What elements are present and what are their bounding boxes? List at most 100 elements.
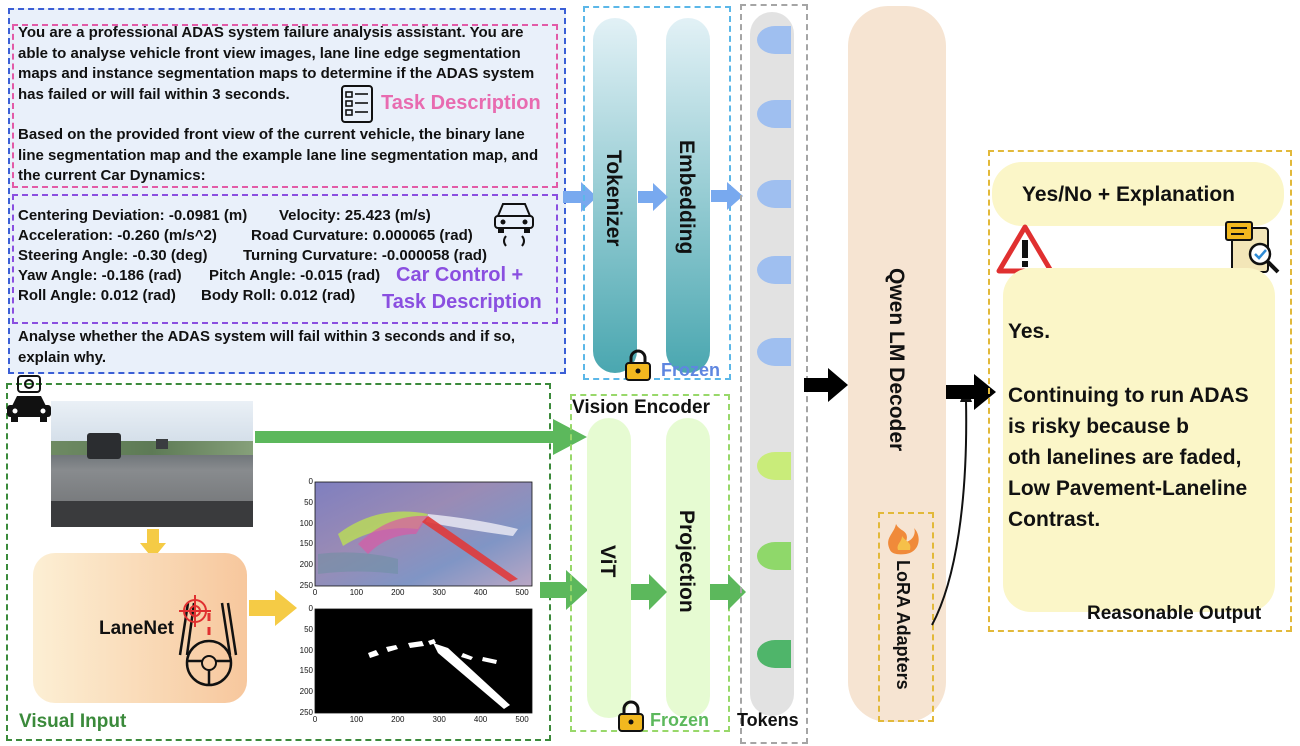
vision-frozen-label: Frozen [650,710,710,730]
car-control-label-2: Task Description [382,291,542,313]
visual-input-panel [6,383,551,741]
text-frozen-label: Frozen [661,360,721,380]
arrow-projection-to-tokens [710,574,746,610]
y-tick-label: 200 [299,687,313,697]
embedding-bar [666,18,710,373]
prompt-context-text: Based on the provided front view of the … [18,126,539,184]
visual-input-label: Visual Input [19,711,127,732]
dyn-acceleration: Acceleration: -0.260 (m/s^2) [18,227,217,244]
vit-bar [587,418,631,718]
x-tick-label: 200 [391,588,405,597]
x-tick-label: 500 [515,715,529,724]
arrow-embedding-to-tokens [711,182,743,210]
y-tick-label: 250 [299,581,313,590]
y-tick-label: 150 [299,666,313,676]
token-7 [757,542,791,570]
task-description-box [12,24,558,188]
explanation-line: Low Pavement-Laneline [1008,477,1248,500]
x-tick-label: 400 [473,715,488,724]
task-description-label: Task Description [381,92,541,114]
x-tick-label: 400 [473,588,488,597]
y-tick-label: 50 [304,624,313,634]
qwen-decoder-bar [848,6,946,722]
arrow-image-to-vision [255,419,587,455]
output-panel [988,150,1292,632]
x-tick-label: 300 [432,588,446,597]
dyn-velocity: Velocity: 25.423 (m/s) [279,207,431,224]
checklist-icon [340,84,374,124]
token-8 [757,640,791,668]
arrow-lanenet-to-plots [249,590,297,626]
arrow-prompt-to-tokenizer [563,182,597,212]
lora-box [878,512,934,722]
x-tick-label: 0 [312,715,318,724]
x-tick-label: 300 [432,715,446,724]
explanation-line: Continuing to run ADAS [1008,384,1249,407]
dyn-roll: Roll Angle: 0.012 (rad) [18,287,176,304]
dyn-centering: Centering Deviation: -0.0981 (m) [18,207,248,224]
tokenizer-bar [593,18,637,373]
output-label: Reasonable Output [1087,603,1262,624]
warning-icon [996,224,1054,274]
vision-encoder-title: Vision Encoder [572,397,710,418]
fire-icon [884,522,924,556]
token-1 [757,26,791,54]
car-control-label-1: Car Control + [396,264,524,286]
dyn-steering: Steering Angle: -0.30 (deg) [18,247,208,264]
y-tick-label: 100 [299,518,313,528]
embedding-label: Embedding [675,140,698,255]
arrow-lora-to-output [928,380,988,630]
explanation-line: Contrast. [1008,508,1101,531]
y-tick-label: 50 [304,497,313,507]
arrow-plots-to-vit [540,570,588,610]
document-search-icon [1222,218,1282,276]
explanation-line: is risky because b [1008,415,1189,438]
arrow-image-to-lanenet [140,529,166,559]
projection-label: Projection [675,510,698,613]
token-6 [757,452,791,480]
prompt-panel [8,8,566,374]
output-answer-box [1003,268,1275,612]
x-tick-label: 0 [312,588,318,597]
y-tick-label: 100 [299,645,313,655]
output-explanation: Continuing to run ADAS is risky because b… [1008,380,1249,535]
token-2 [757,100,791,128]
prompt-intro-text: You are a professional ADAS system failu… [18,24,535,103]
token-3 [757,180,791,208]
output-header: Yes/No + Explanation [1022,183,1235,206]
y-tick-label: 250 [299,708,313,717]
front-view-image [51,401,253,527]
explanation-line: oth lanelines are faded, [1008,446,1242,469]
output-answer: Yes. [1008,320,1051,343]
y-tick-label: 0 [308,477,313,486]
x-tick-label: 500 [515,588,529,597]
dyn-turning-curvature: Turning Curvature: -0.000058 (rad) [243,247,487,264]
lock-icon-vision [616,700,646,732]
x-tick-label: 100 [349,715,364,724]
y-tick-label: 200 [299,560,313,570]
dyn-road-curvature: Road Curvature: 0.000065 (rad) [251,227,473,244]
prompt-question-text: Analyse whether the ADAS system will fai… [18,328,516,366]
target-icon [178,594,212,628]
token-4 [757,256,791,284]
arrow-tokenizer-to-embedding [638,183,668,211]
car-control-box [12,194,558,324]
dyn-body-roll: Body Roll: 0.012 (rad) [201,287,356,304]
vision-encoder-frozen-box [570,394,730,732]
lock-icon [623,349,653,381]
arrow-vit-to-projection [631,574,667,610]
output-header-box [992,162,1284,226]
x-tick-label: 100 [349,588,364,597]
lanenet-label: LaneNet [99,618,174,639]
vit-label: ViT [596,545,619,578]
token-5 [757,338,791,366]
arrow-decoder-to-output [946,374,996,410]
camera-car-icon [4,374,54,424]
car-dynamics-icon [492,198,536,248]
qwen-decoder-label: Qwen LM Decoder [885,268,908,452]
lanenet-box [33,553,247,703]
y-tick-label: 0 [308,604,313,613]
tokens-label: Tokens [737,710,799,730]
